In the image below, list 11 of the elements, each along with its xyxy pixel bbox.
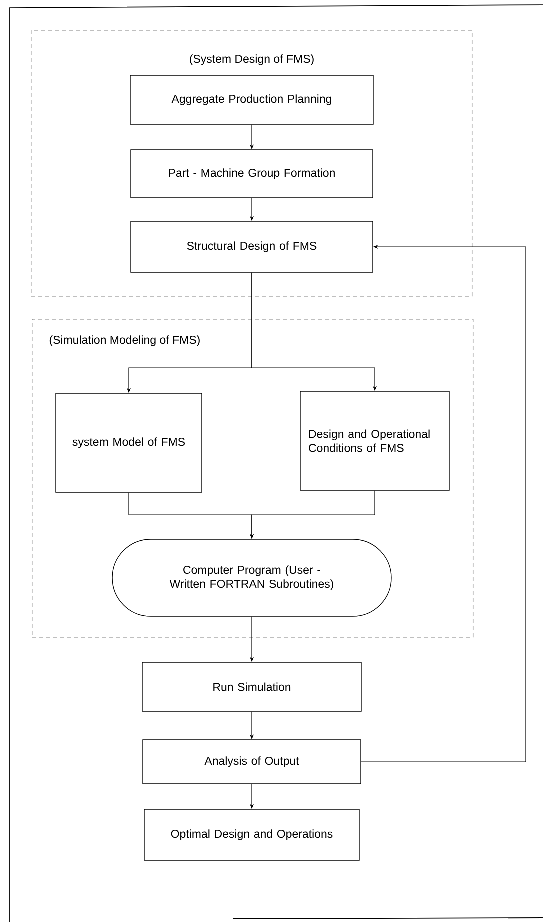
program-terminal: Computer Program (User - Written FORTRAN Subroutines) xyxy=(112,539,392,617)
process-box: Part - Machine Group Formation xyxy=(130,150,374,198)
process-box: system Model of FMS xyxy=(56,393,202,493)
process-box: Aggregate Production Planning xyxy=(130,75,374,125)
group-title: (Simulation Modeling of FMS) xyxy=(48,334,202,348)
process-box: Optimal Design and Operations xyxy=(144,809,360,861)
process-box: Design and Operational Conditions of FMS xyxy=(300,391,450,491)
process-box: Analysis of Output xyxy=(142,740,362,784)
process-box: Run Simulation xyxy=(142,662,362,712)
process-box: Structural Design of FMS xyxy=(130,221,374,273)
group-title: (System Design of FMS) xyxy=(188,54,316,66)
